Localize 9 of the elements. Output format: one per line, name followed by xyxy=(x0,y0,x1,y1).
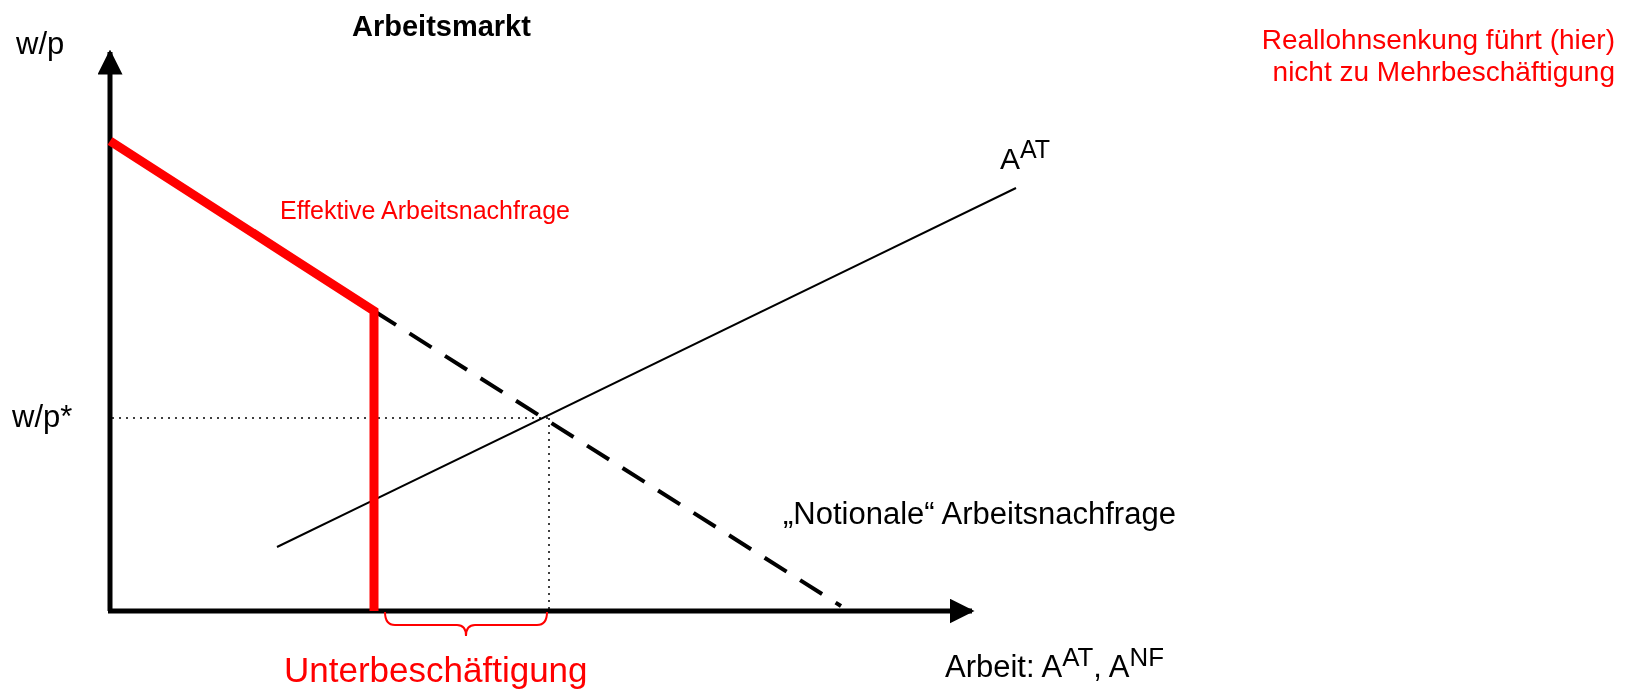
chart-title: Arbeitsmarkt xyxy=(352,10,531,44)
curve-label: Effektive Arbeitsnachfrage xyxy=(280,196,570,225)
note: Reallohnsenkung führt (hier) nicht zu Mehrbeschäftigung xyxy=(1260,24,1615,89)
curve-label: A$^{AT}$ xyxy=(1000,135,1051,177)
axis-value-label: w/p* xyxy=(12,399,73,435)
range-label: Unterbeschäftigung xyxy=(284,650,588,691)
axis-label: Arbeit: A$^{AT}$, A$^{NF}$ xyxy=(945,643,1164,685)
curve-label: „Notionale“ Arbeitsnachfrage xyxy=(783,496,1176,532)
axis-label: w/p xyxy=(16,26,65,62)
